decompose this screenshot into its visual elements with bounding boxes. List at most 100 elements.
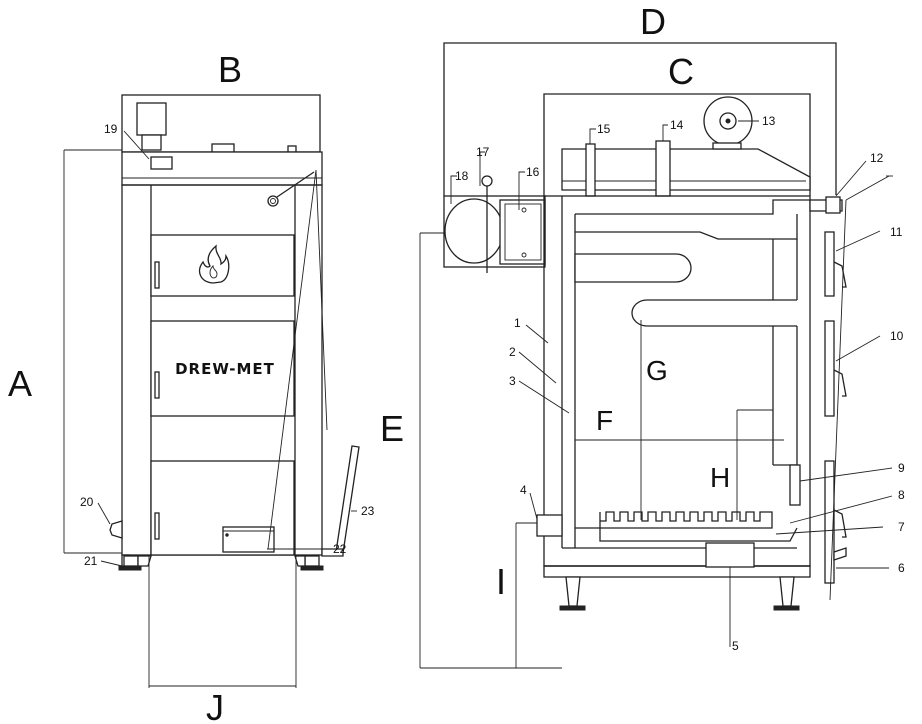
section-diagonal <box>829 199 847 601</box>
dim-label-d: D <box>640 1 666 42</box>
front-dimensions <box>63 149 297 688</box>
part-label-17: 17 <box>476 145 490 159</box>
flame-icon <box>199 244 230 284</box>
pipe-14 <box>655 140 671 197</box>
upper-jacket <box>575 199 810 215</box>
leader-21 <box>100 560 123 567</box>
front-diagonal <box>267 169 317 550</box>
leg-left-foot <box>118 565 142 571</box>
leg-left <box>123 555 139 567</box>
top-fitting-left <box>211 143 235 153</box>
leader-16 <box>518 171 525 210</box>
knob-inner <box>270 198 276 204</box>
part-label-6: 6 <box>898 561 905 575</box>
leg-right-brace <box>294 555 306 567</box>
fan-center <box>725 118 731 124</box>
part-label-18: 18 <box>455 169 469 183</box>
leg-left-brace <box>137 555 152 567</box>
part-label-10: 10 <box>890 329 904 343</box>
fan-motor <box>136 102 167 136</box>
door-11-handle[interactable] <box>833 261 847 288</box>
ash-box[interactable] <box>705 542 755 568</box>
part-label-8: 8 <box>898 488 905 502</box>
part-label-16: 16 <box>526 165 540 179</box>
part-label-3: 3 <box>509 374 516 388</box>
grate-base <box>575 527 798 542</box>
knob-lever <box>276 171 315 198</box>
middle-door[interactable] <box>150 320 295 417</box>
door-6-latch <box>833 547 847 561</box>
leader-8 <box>789 495 893 524</box>
door-6-handle[interactable] <box>833 509 847 538</box>
dim-label-i: I <box>496 561 506 602</box>
fan-mount <box>712 142 742 150</box>
leader-19 <box>123 130 150 160</box>
part-label-2: 2 <box>509 345 516 359</box>
leader-lines <box>97 120 893 647</box>
dim-label-g: G <box>646 355 668 386</box>
leader-2 <box>518 351 557 384</box>
upper-door[interactable] <box>150 234 295 297</box>
flue-outlet <box>444 198 504 264</box>
door-10[interactable] <box>824 320 835 417</box>
leader-20 <box>97 502 111 525</box>
section-leg-left <box>565 576 581 607</box>
part-label-19: 19 <box>104 122 118 136</box>
dim-label-e: E <box>380 408 404 449</box>
leader-4 <box>529 492 538 520</box>
side-lever[interactable] <box>335 445 360 554</box>
sensor-17 <box>481 175 493 187</box>
part-label-20: 20 <box>80 495 94 509</box>
damper-dot-bottom <box>521 252 527 258</box>
front-right-edge <box>315 169 328 431</box>
front-view: DREW-MET <box>109 94 360 571</box>
base-plate <box>543 565 811 578</box>
dim-label-f: F <box>596 405 613 436</box>
leader-18 <box>450 175 457 204</box>
grate <box>599 511 773 529</box>
door-11[interactable] <box>824 231 835 297</box>
baffle-lower <box>631 299 797 327</box>
middle-door-handle[interactable] <box>154 371 160 399</box>
air-flap[interactable] <box>789 464 801 506</box>
dim-label-j: J <box>206 687 224 724</box>
part-label-15: 15 <box>597 122 611 136</box>
section-view <box>443 42 893 611</box>
section-top-plate <box>561 148 811 191</box>
part-label-1: 1 <box>514 316 521 330</box>
dim-label-b: B <box>218 49 242 90</box>
top-fitting-right <box>287 145 297 153</box>
brand-label: DREW-MET <box>175 360 275 378</box>
part-numbers: 19 20 21 22 23 1 2 3 4 5 6 7 8 9 10 11 1… <box>80 114 905 653</box>
leader-10 <box>835 335 881 362</box>
baffle-upper <box>574 253 692 283</box>
dimension-letters: A B C D E F G H I J <box>8 1 730 724</box>
knob-icon <box>267 195 279 207</box>
leader-14 <box>662 124 668 141</box>
section-leg-right-foot <box>773 605 800 611</box>
dim-d-frame <box>443 42 837 196</box>
dim-label-c: C <box>668 51 694 92</box>
leader-15 <box>589 128 596 144</box>
leader-11 <box>835 230 881 252</box>
section-diagonal-top <box>845 175 890 201</box>
dim-label-a: A <box>8 363 32 404</box>
door-10-handle[interactable] <box>833 369 847 397</box>
part-label-9: 9 <box>898 461 905 475</box>
upper-door-handle[interactable] <box>154 261 160 289</box>
inlet-pipe <box>536 514 563 537</box>
leader-17 <box>479 151 485 186</box>
section-leg-left-foot <box>559 605 586 611</box>
leader-9 <box>799 467 893 482</box>
leader-1 <box>525 324 549 344</box>
part-label-13: 13 <box>762 114 776 128</box>
upper-flue <box>575 214 798 240</box>
lower-door-handle[interactable] <box>154 512 160 540</box>
part-label-21: 21 <box>84 554 98 568</box>
door-6[interactable] <box>824 460 835 584</box>
outlet-flange <box>825 196 841 214</box>
dim-c-frame <box>543 93 811 196</box>
pipe-15 <box>585 143 596 197</box>
damper-box-inner <box>504 203 542 261</box>
